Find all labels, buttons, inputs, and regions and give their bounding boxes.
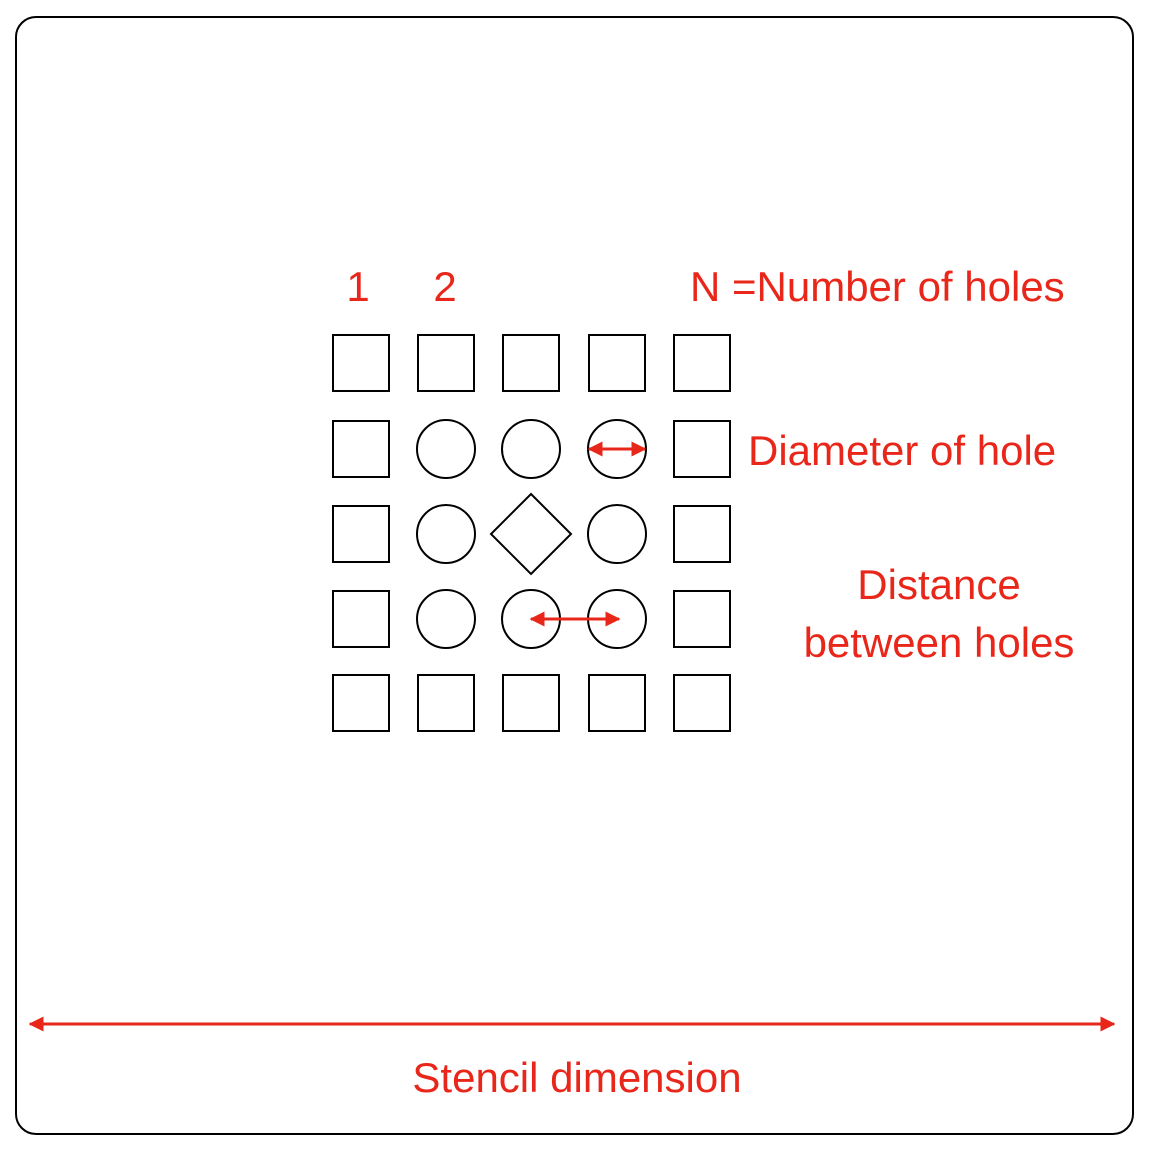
hole-square-r4-c1 [332,590,390,648]
hole-grid [332,334,731,732]
hole-square-r5-c4 [588,674,646,732]
hole-diamond-r3-c3 [489,492,573,576]
hole-square-r1-c1 [332,334,390,392]
column-label-2: 2 [433,263,456,310]
distance-label-line2: between holes [804,619,1075,666]
column-label-1: 1 [346,263,369,310]
hole-square-r5-c1 [332,674,390,732]
hole-circle-r3-c4 [587,504,647,564]
hole-circle-r2-c2 [416,419,476,479]
hole-square-r4-c5 [673,590,731,648]
stencil-dimension-label: Stencil dimension [412,1054,741,1101]
hole-square-r3-c1 [332,505,390,563]
hole-square-r1-c4 [588,334,646,392]
hole-circle-r4-c2 [416,589,476,649]
hole-square-r1-c2 [417,334,475,392]
hole-square-r2-c1 [332,420,390,478]
hole-square-r5-c2 [417,674,475,732]
number-of-holes-label: N =Number of holes [690,263,1065,310]
stencil-outline [15,16,1134,1135]
hole-circle-r3-c2 [416,504,476,564]
hole-square-r3-c5 [673,505,731,563]
distance-label-line1: Distance [857,561,1020,608]
diameter-of-hole-label: Diameter of hole [748,427,1056,474]
hole-square-r1-c5 [673,334,731,392]
hole-circle-r2-c3 [501,419,561,479]
hole-square-r1-c3 [502,334,560,392]
hole-square-r2-c5 [673,420,731,478]
hole-square-r5-c5 [673,674,731,732]
hole-square-r5-c3 [502,674,560,732]
